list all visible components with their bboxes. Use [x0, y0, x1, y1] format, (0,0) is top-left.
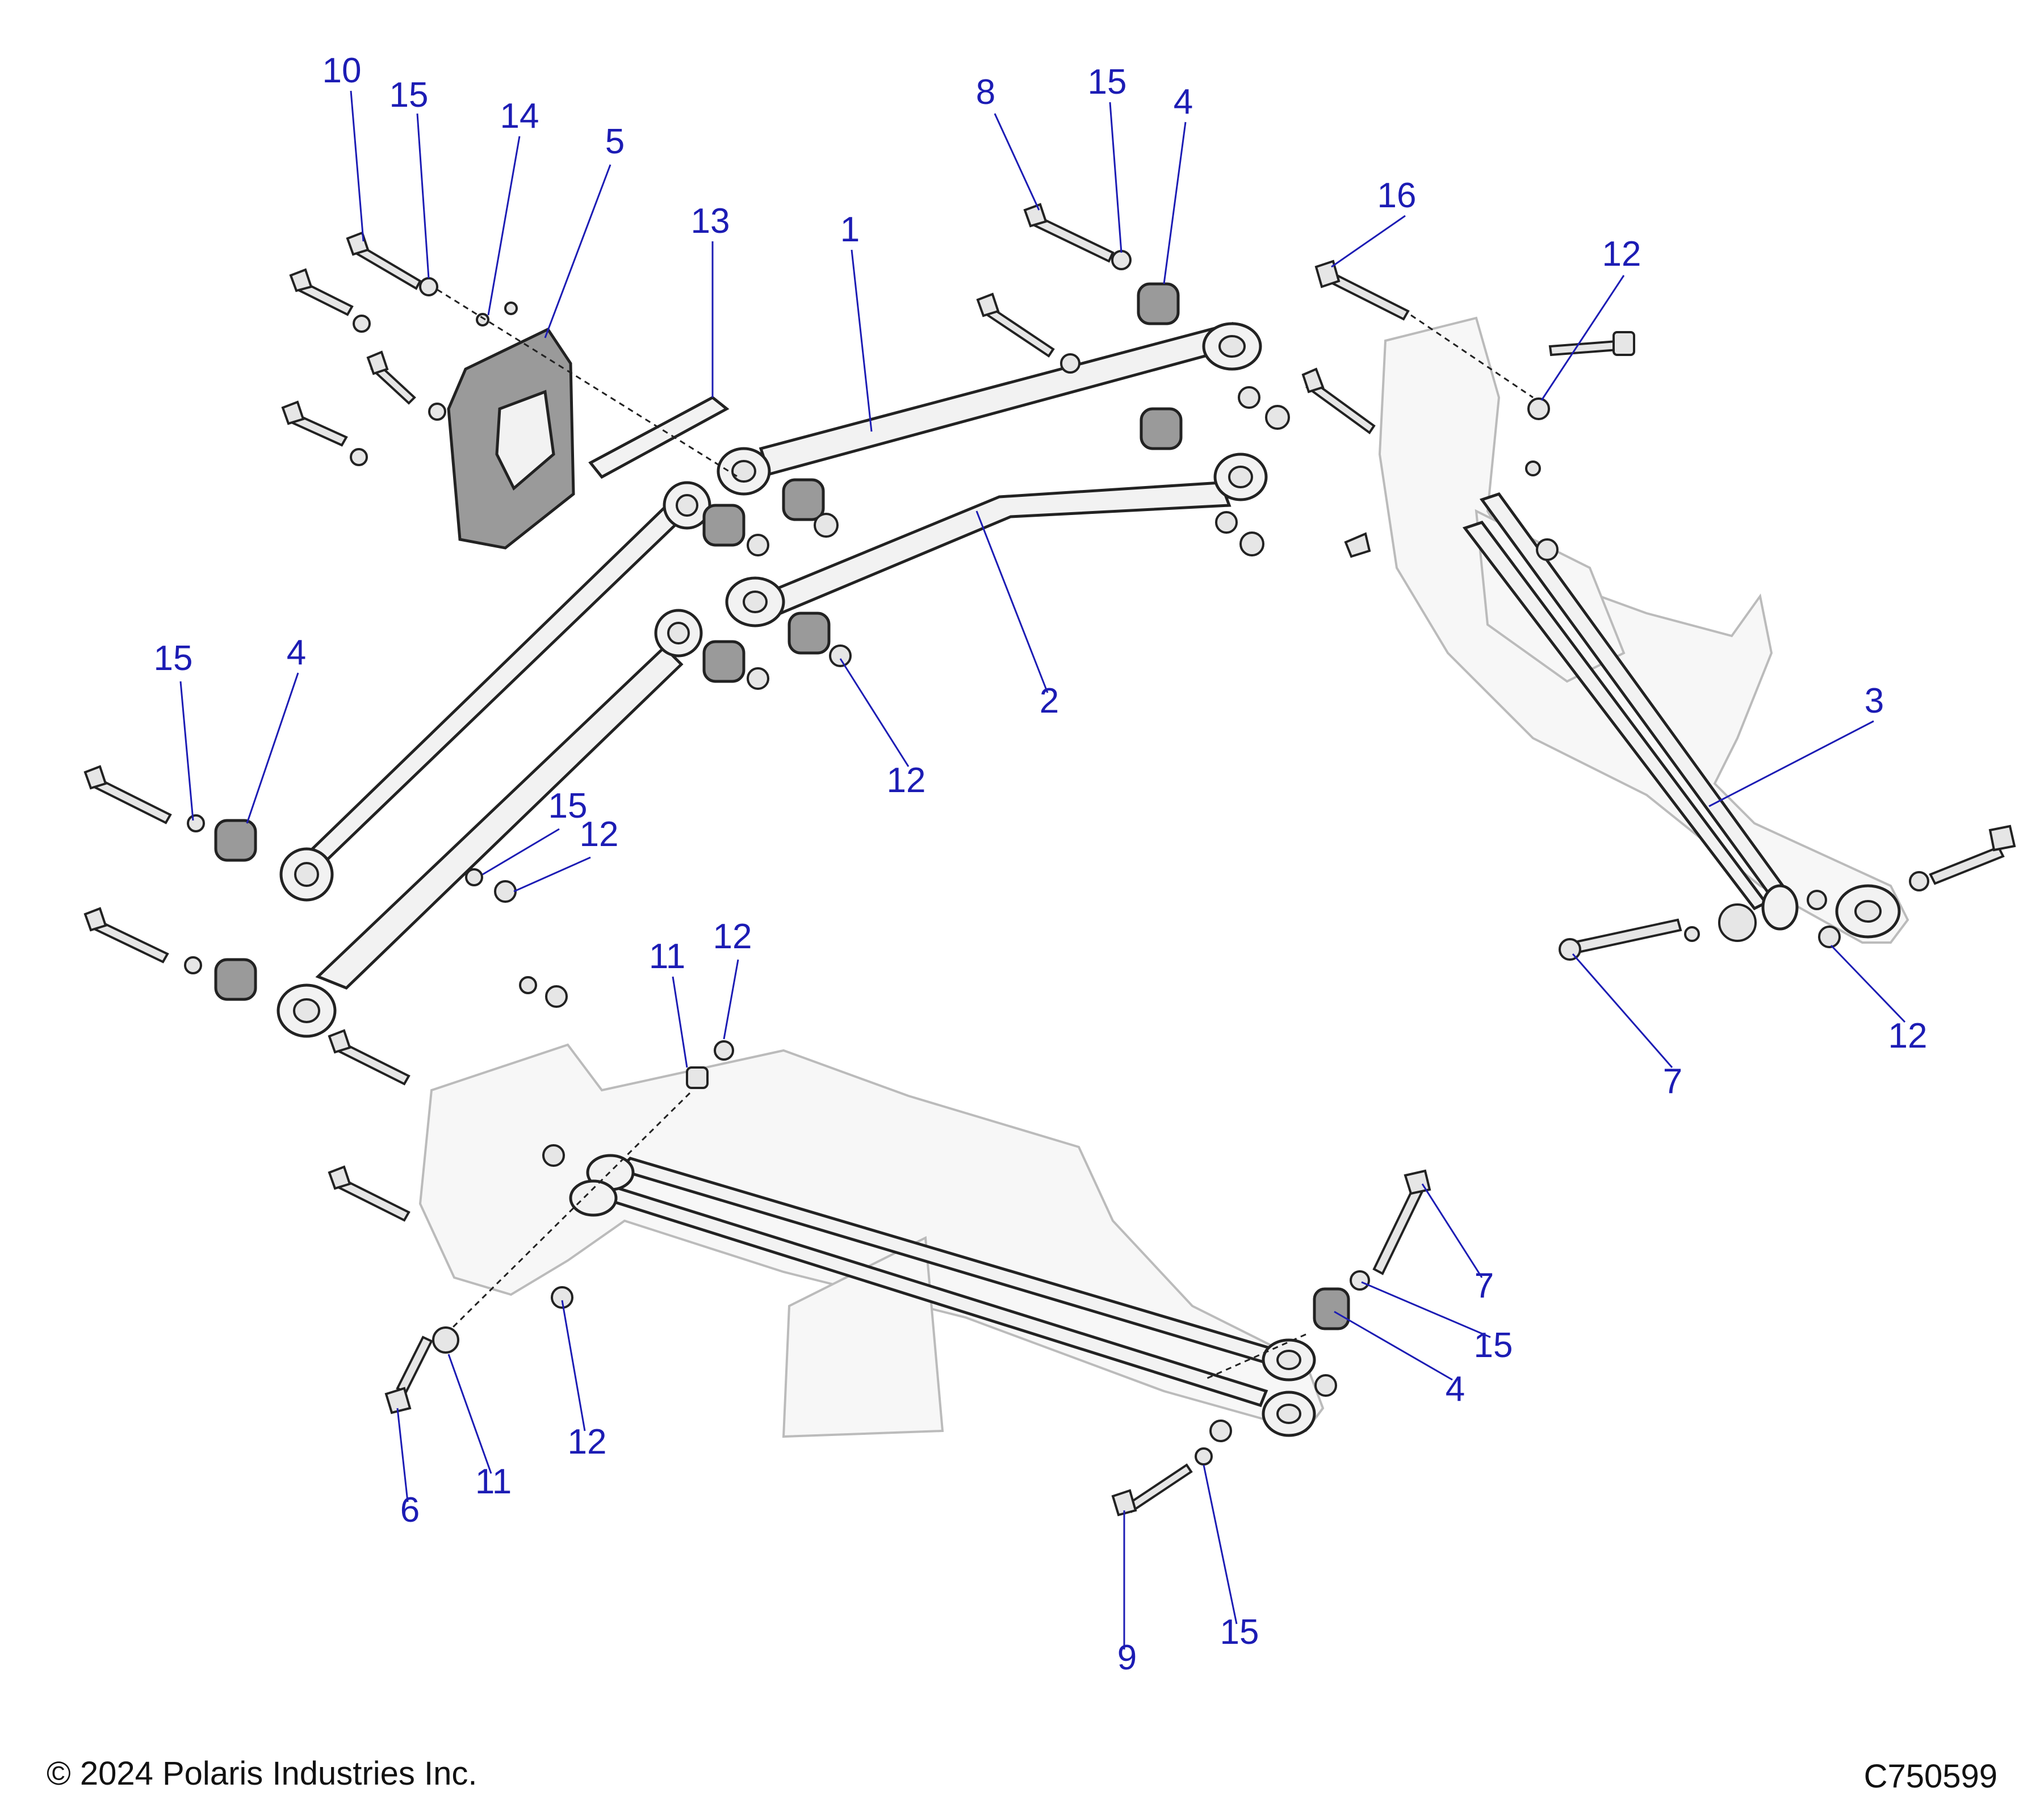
callout-11: 11 [475, 1462, 512, 1501]
right-trailing-arm [1301, 259, 2016, 961]
mount-bracket-5 [447, 302, 575, 550]
copyright-notice: © 2024 Polaris Industries Inc. [47, 1755, 478, 1792]
callout-6: 6 [400, 1491, 420, 1530]
callout-7: 7 [1663, 1062, 1682, 1101]
callout-12: 12 [1888, 1016, 1928, 1056]
callout-8: 8 [976, 73, 995, 112]
left-lower-long-link [83, 609, 769, 1038]
callout-12: 12 [887, 761, 926, 800]
bracket-hardware [281, 231, 739, 478]
callout-11: 11 [649, 937, 685, 976]
callout-15: 15 [389, 76, 429, 115]
callout-12: 12 [713, 917, 752, 956]
callout-15: 15 [154, 639, 193, 678]
callout-2: 2 [1040, 681, 1059, 721]
leader-lines [179, 90, 1906, 1649]
callout-15: 15 [1088, 62, 1127, 102]
callout-4: 4 [1446, 1370, 1465, 1409]
callout-9: 9 [1117, 1638, 1137, 1677]
left-trailing-arm [328, 1029, 1431, 1517]
callout-10: 10 [322, 51, 362, 90]
callout-7: 7 [1475, 1266, 1494, 1305]
callout-13: 13 [691, 202, 730, 241]
callout-4: 4 [287, 633, 306, 672]
callout-3: 3 [1865, 681, 1884, 721]
shield-13 [588, 396, 730, 479]
upper-control-link-1 [717, 203, 1290, 556]
callout-12: 12 [580, 815, 619, 854]
callout-1: 1 [840, 210, 860, 249]
callout-15: 15 [1220, 1613, 1259, 1652]
lower-control-link-2 [725, 453, 1268, 667]
callout-12: 12 [1602, 235, 1641, 274]
callout-4: 4 [1174, 82, 1193, 122]
callout-5: 5 [605, 122, 625, 161]
callout-12: 12 [568, 1422, 607, 1462]
callout-14: 14 [500, 97, 539, 136]
figure-number: C750599 [1863, 1758, 1997, 1795]
callout-16: 16 [1377, 176, 1417, 215]
callout-15: 15 [548, 786, 588, 826]
left-upper-long-link [83, 481, 769, 902]
